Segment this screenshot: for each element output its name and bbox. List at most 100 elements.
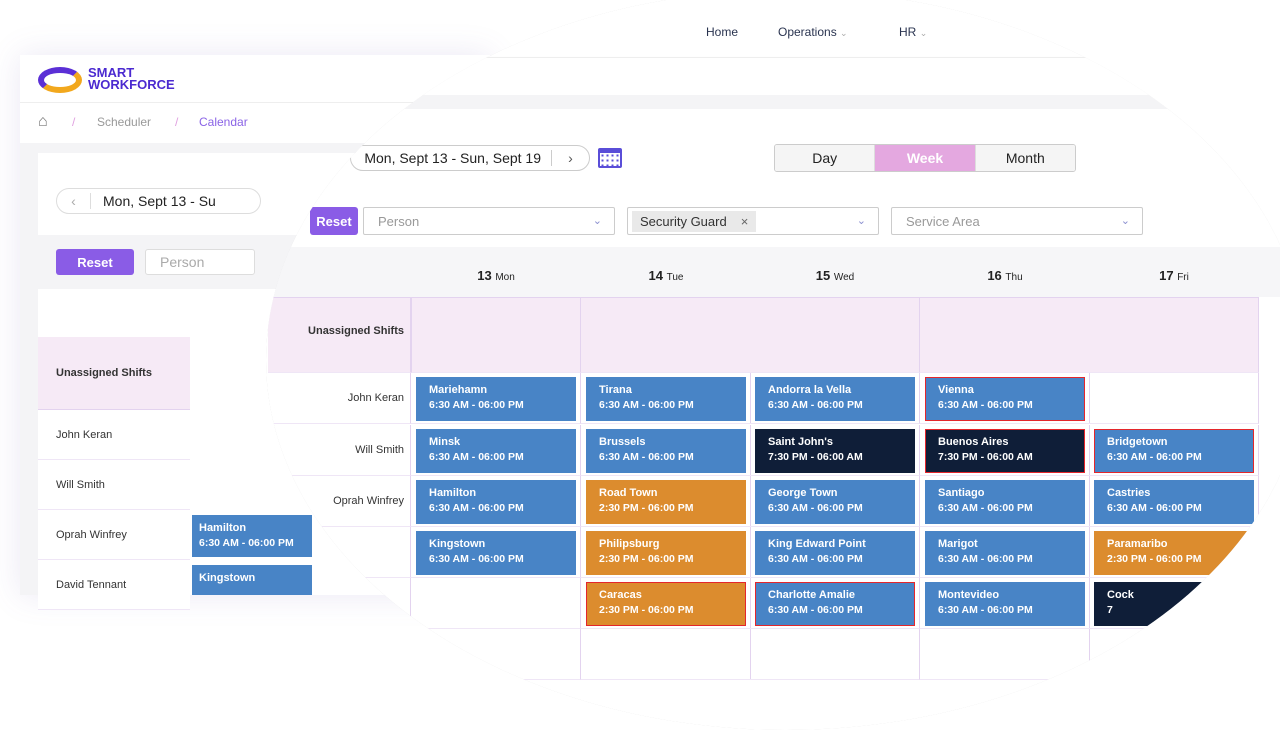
- role-filter[interactable]: Security Guard× ⌄: [627, 207, 879, 235]
- home-icon[interactable]: ⌂: [38, 113, 48, 130]
- next-week-button[interactable]: ›: [551, 150, 589, 166]
- breadcrumb-calendar[interactable]: Calendar: [199, 115, 248, 129]
- logo-icon: [38, 67, 82, 93]
- day-header: 17 Fri: [1159, 268, 1189, 283]
- chevron-down-icon: ⌄: [856, 215, 866, 227]
- schedule-cell[interactable]: [1089, 425, 1259, 476]
- employee-row-header: Oprah Winfrey: [268, 476, 411, 527]
- employee-name: Oprah Winfrey: [38, 510, 190, 560]
- employee-name: David Tennant: [38, 560, 190, 610]
- chevron-down-icon: ⌄: [592, 215, 602, 227]
- schedule-cell[interactable]: [581, 629, 751, 680]
- view-week[interactable]: Week: [875, 145, 976, 171]
- schedule-cell[interactable]: [920, 373, 1090, 424]
- unassigned-cell[interactable]: [920, 297, 1090, 373]
- schedule-cell[interactable]: [411, 425, 581, 476]
- view-month[interactable]: Month: [975, 145, 1075, 171]
- schedule-cell[interactable]: [920, 578, 1090, 629]
- day-header: 16 Thu: [987, 268, 1023, 283]
- prev-week-button[interactable]: ‹: [57, 193, 91, 209]
- schedule-cell[interactable]: [581, 578, 751, 629]
- separator: /: [175, 115, 179, 129]
- schedule-cell[interactable]: [411, 476, 581, 527]
- schedule-cell[interactable]: [750, 373, 920, 424]
- unassigned-cell[interactable]: [750, 297, 920, 373]
- schedule-cell[interactable]: [920, 629, 1090, 680]
- employee-row-header: Will Smith: [268, 425, 411, 476]
- schedule-cell[interactable]: [581, 373, 751, 424]
- schedule-cell[interactable]: [1089, 629, 1259, 680]
- employee-name: John Keran: [38, 410, 190, 460]
- role-tag: Security Guard×: [632, 210, 757, 232]
- person-filter[interactable]: Person⌄: [363, 207, 615, 235]
- unassigned-cell[interactable]: [1089, 297, 1259, 373]
- schedule-cell[interactable]: [1089, 373, 1259, 424]
- magnifier-lens: Home Operations ⌄ HR ⌄ Mon, Sept 13 - Su…: [266, 0, 1280, 730]
- separator: /: [72, 115, 76, 129]
- date-range-label: Mon, Sept 13 - Su: [103, 193, 216, 209]
- nav-operations[interactable]: Operations ⌄: [778, 25, 848, 39]
- schedule-cell[interactable]: [750, 425, 920, 476]
- remove-tag-icon[interactable]: ×: [740, 213, 749, 229]
- schedule-cell[interactable]: [411, 373, 581, 424]
- schedule-cell[interactable]: [750, 578, 920, 629]
- shift-block[interactable]: Kingstown: [192, 565, 312, 595]
- unassigned-cell[interactable]: [411, 297, 581, 373]
- day-header: 14 Tue: [648, 268, 684, 283]
- nav-home[interactable]: Home: [706, 25, 739, 39]
- employee-name: Will Smith: [38, 460, 190, 510]
- schedule-cell[interactable]: [920, 527, 1090, 578]
- chevron-down-icon: ⌄: [840, 28, 848, 38]
- chevron-down-icon: ⌄: [1120, 215, 1130, 227]
- schedule-cell[interactable]: [411, 578, 581, 629]
- schedule-cell[interactable]: [750, 476, 920, 527]
- date-range-label: Mon, Sept 13 - Sun, Sept 19: [364, 150, 541, 166]
- reset-button[interactable]: Reset: [56, 249, 134, 275]
- unassigned-cell[interactable]: [581, 297, 751, 373]
- schedule-cell[interactable]: [750, 629, 920, 680]
- date-range-nav-back[interactable]: ‹ Mon, Sept 13 - Su: [56, 188, 261, 214]
- schedule-cell[interactable]: [581, 425, 751, 476]
- breadcrumb-scheduler[interactable]: Scheduler: [97, 115, 152, 129]
- view-day[interactable]: Day: [775, 145, 876, 171]
- service-area-filter[interactable]: Service Area⌄: [891, 207, 1143, 235]
- schedule-cell[interactable]: [1089, 476, 1259, 527]
- reset-button[interactable]: Reset: [310, 207, 358, 235]
- schedule-cell[interactable]: [581, 527, 751, 578]
- employee-row-header: John Keran: [268, 373, 411, 424]
- calendar-icon[interactable]: [598, 148, 622, 168]
- schedule-cell[interactable]: [411, 629, 581, 680]
- schedule-cell[interactable]: [920, 425, 1090, 476]
- schedule-cell[interactable]: [411, 527, 581, 578]
- nav-hr[interactable]: HR ⌄: [899, 25, 928, 39]
- person-filter[interactable]: Person: [145, 249, 255, 275]
- schedule-cell[interactable]: [581, 476, 751, 527]
- schedule-cell[interactable]: [920, 476, 1090, 527]
- schedule-cell[interactable]: [750, 527, 920, 578]
